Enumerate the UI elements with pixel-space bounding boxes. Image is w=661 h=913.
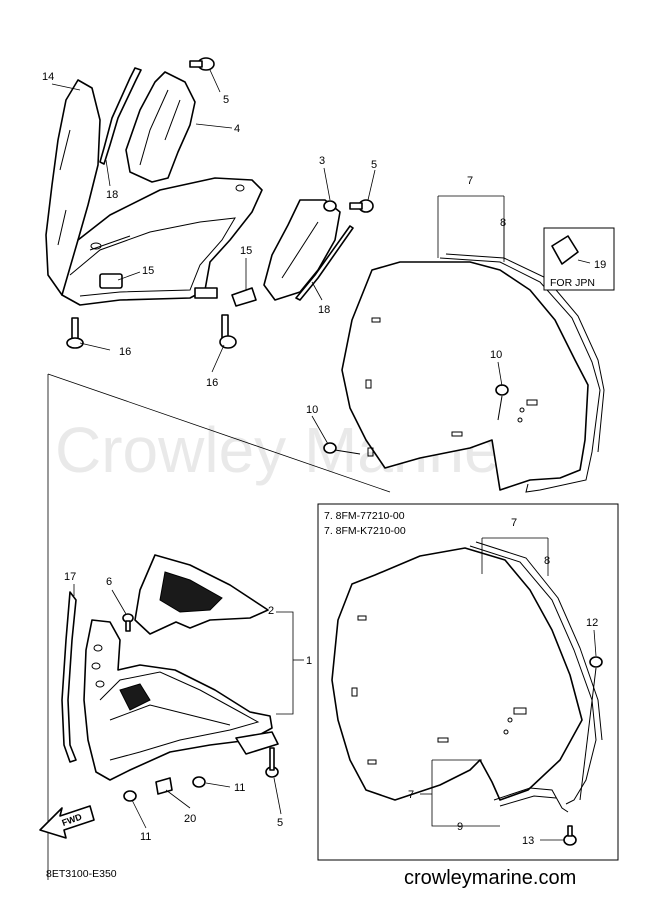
fwd-arrow-icon: FWD [39,805,95,839]
clip-15b [231,287,257,307]
callout-7: 7 [467,175,473,187]
windshield-inset [331,547,583,801]
bracket-plate [194,287,218,299]
callout-20: 20 [184,813,196,825]
callout-14: 14 [42,71,54,83]
callout-16b: 16 [206,377,218,389]
inset-panel: 7. 8FM-77210-00 7. 8FM-K7210-00 [317,503,619,861]
callout-10b: 10 [306,404,318,416]
windshield-assembly [323,195,605,493]
screw-6 [122,613,134,632]
callout-5a: 5 [223,94,229,106]
callout-5b: 5 [371,159,377,171]
callout-18b: 18 [318,304,330,316]
callout-18a: 18 [106,189,118,201]
callout-1: 1 [306,655,312,667]
inner-panel-4 [125,71,196,183]
callout-numbers: 14 5 4 18 15 16 3 5 15 18 16 7 8 19 10 1… [42,71,606,847]
inner-panel-3 [263,199,341,301]
callout-12: 12 [586,617,598,629]
screw-5a [189,57,215,71]
callout-13: 13 [522,835,534,847]
sticker-19-box: FOR JPN [543,227,615,291]
callout-2: 2 [268,605,274,617]
inset-line2: 7. 8FM-K7210-00 [324,525,406,537]
clip-15a [99,273,123,289]
callout-7b: 7 [511,517,517,529]
bracket-lower [235,731,279,755]
screw-5b [349,199,374,213]
callout-7c: 7 [408,789,414,801]
note-label: FOR JPN [550,277,595,289]
bolt-16b [219,314,237,349]
side-frame-17 [61,591,77,763]
callout-16a: 16 [119,346,131,358]
middle-bracket-assembly [194,199,374,349]
callout-9: 9 [457,821,463,833]
trim-strip-18b [295,225,354,301]
callout-11b: 11 [140,831,151,843]
screw-12 [579,656,603,801]
diagram-code: 8ET3100-E350 [46,868,117,880]
callout-8b: 8 [544,555,550,567]
callout-3: 3 [319,155,325,167]
upper-cowling-assembly [45,57,263,349]
nut-11a [192,776,206,788]
callout-17: 17 [64,571,76,583]
callout-19: 19 [594,259,606,271]
nut-11b [123,790,137,802]
cowl-body-1 [83,619,273,781]
callout-6: 6 [106,576,112,588]
bolt-16a [66,317,84,349]
callout-10a: 10 [490,349,502,361]
footer-url: crowleymarine.com [404,867,576,889]
callout-15b: 15 [240,245,252,257]
main-cowl [61,177,263,306]
windshield-7 [341,261,589,491]
trim-strip-18 [99,67,142,165]
callout-5c: 5 [277,817,283,829]
callout-11a: 11 [234,782,245,794]
clip-20 [155,777,173,795]
inset-border [317,503,619,861]
screw-10b [323,442,361,455]
screw-5c [265,747,279,778]
screw-13 [563,825,577,846]
inset-line1: 7. 8FM-77210-00 [324,510,405,522]
lower-assembly: FWD [39,554,304,839]
leader-lines [51,69,597,841]
callout-15a: 15 [142,265,154,277]
callout-4: 4 [234,123,240,135]
guide-line-top [47,373,391,493]
callout-8: 8 [500,217,506,229]
